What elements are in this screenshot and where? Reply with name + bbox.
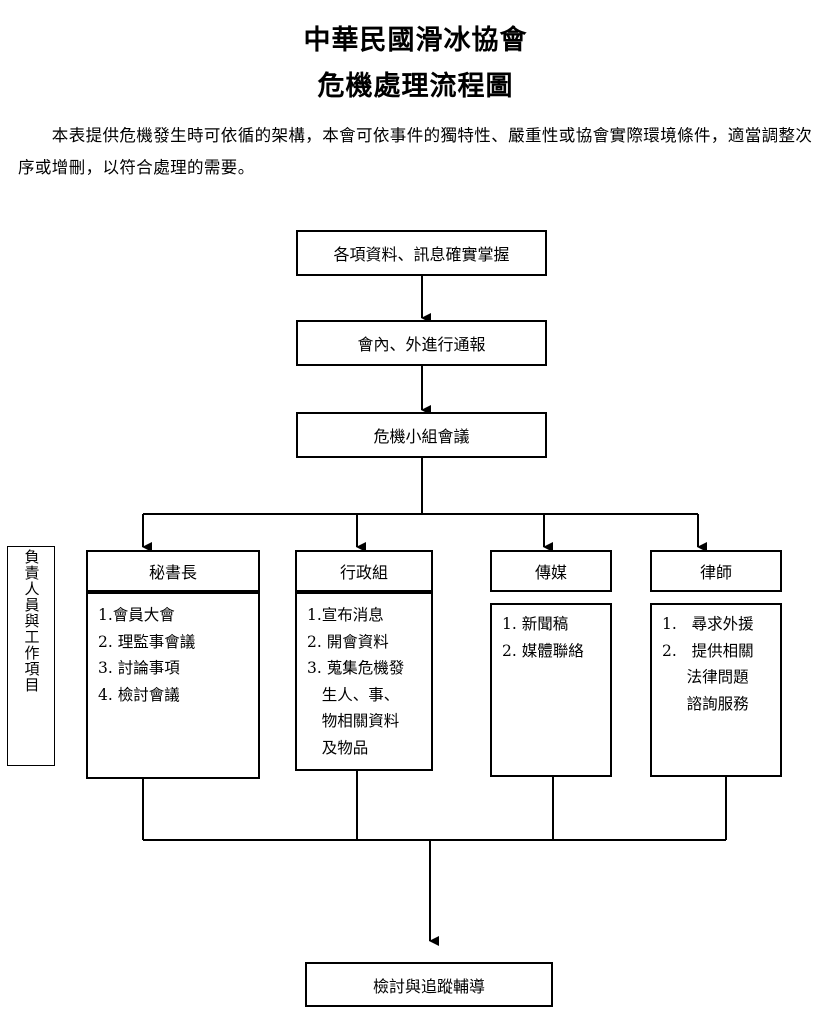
task-item: 2. 媒體聯絡 bbox=[502, 641, 584, 660]
role-media-tasks: 1. 新聞稿 2. 媒體聯絡 bbox=[490, 603, 612, 777]
title-line-1: 中華民國滑冰協會 bbox=[303, 25, 528, 56]
task-item: 3. 蒐集危機發 bbox=[307, 659, 405, 677]
task-item: 4. 檢討會議 bbox=[98, 685, 180, 704]
task-item: 2. 開會資料 bbox=[307, 632, 389, 651]
step-crisis-meeting: 危機小組會議 bbox=[296, 412, 547, 458]
task-item: 生人、事、 bbox=[307, 685, 400, 704]
task-item: 1. 新聞稿 bbox=[502, 615, 569, 633]
role-secretary-tasks: 1.會員大會 2. 理監事會議 3. 討論事項 4. 檢討會議 bbox=[86, 592, 260, 779]
lawyer-task-list: 1. 尋求外援 2. 提供相關 法律問題 諮詢服務 bbox=[662, 611, 754, 717]
role-media-header: 傳媒 bbox=[490, 550, 612, 592]
task-item: 諮詢服務 bbox=[662, 694, 749, 713]
responsibility-side-label: 負責人員與工作項目 bbox=[7, 546, 55, 766]
title-line-2: 危機處理流程圖 bbox=[317, 71, 514, 102]
task-item: 物相關資料 bbox=[307, 712, 400, 730]
task-item: 2. 提供相關 bbox=[662, 641, 754, 660]
role-secretary-header: 秘書長 bbox=[86, 550, 260, 592]
media-task-list: 1. 新聞稿 2. 媒體聯絡 bbox=[502, 611, 584, 664]
step-notification: 會內、外進行通報 bbox=[296, 320, 547, 366]
admin-task-list: 1.宣布消息 2. 開會資料 3. 蒐集危機發 生人、事、 物相關資料 及物品 bbox=[307, 602, 404, 761]
task-item: 2. 理監事會議 bbox=[98, 632, 196, 651]
step-info-gathering: 各項資料、訊息確實掌握 bbox=[296, 230, 547, 276]
role-lawyer-tasks: 1. 尋求外援 2. 提供相關 法律問題 諮詢服務 bbox=[650, 603, 782, 777]
task-item: 3. 討論事項 bbox=[98, 659, 180, 677]
secretary-task-list: 1.會員大會 2. 理監事會議 3. 討論事項 4. 檢討會議 bbox=[98, 602, 195, 708]
intro-paragraph: 本表提供危機發生時可依循的架構，本會可依事件的獨特性、嚴重性或協會實際環境條件，… bbox=[18, 126, 813, 177]
task-item: 1.宣布消息 bbox=[307, 606, 384, 624]
step-review-followup: 檢討與追蹤輔導 bbox=[305, 962, 553, 1007]
task-item: 1.會員大會 bbox=[98, 606, 175, 624]
side-label-text: 負責人員與工作項目 bbox=[22, 549, 41, 693]
task-item: 1. 尋求外援 bbox=[662, 615, 754, 633]
role-lawyer-header: 律師 bbox=[650, 550, 782, 592]
role-admin-tasks: 1.宣布消息 2. 開會資料 3. 蒐集危機發 生人、事、 物相關資料 及物品 bbox=[295, 592, 433, 771]
role-admin-header: 行政組 bbox=[295, 550, 433, 592]
task-item: 及物品 bbox=[307, 738, 369, 757]
task-item: 法律問題 bbox=[662, 668, 749, 686]
